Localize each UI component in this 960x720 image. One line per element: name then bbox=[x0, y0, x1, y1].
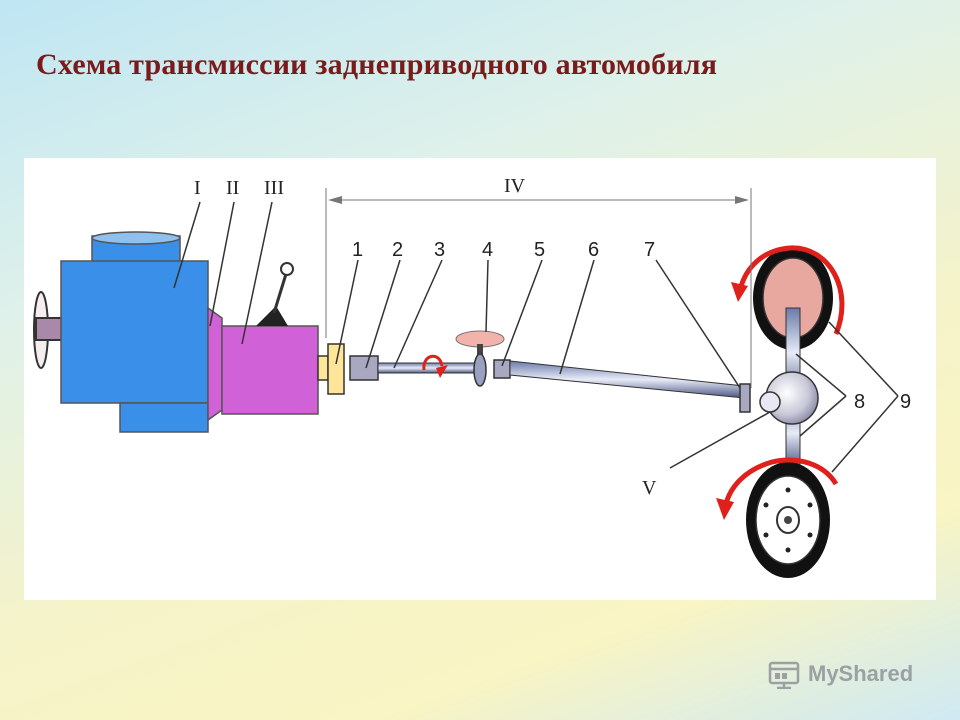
leader-lines bbox=[173, 201, 899, 473]
fan-icon bbox=[33, 291, 65, 369]
label-iii: III bbox=[264, 177, 284, 199]
label-7: 7 bbox=[644, 239, 655, 261]
rear-coupling bbox=[493, 359, 511, 379]
rear-universal-joint bbox=[739, 383, 751, 413]
transmission-diagram-svg: I II III IV V 1 2 3 4 5 6 7 8 9 bbox=[33, 175, 911, 578]
label-8: 8 bbox=[854, 391, 865, 413]
slide-title: Схема трансмиссии заднеприводного автомо… bbox=[36, 48, 718, 81]
intermediate-shaft bbox=[377, 362, 479, 374]
label-i: I bbox=[194, 177, 201, 199]
cardan-shaft bbox=[509, 360, 745, 399]
label-2: 2 bbox=[392, 239, 403, 261]
transmission-diagram: I II III IV V 1 2 3 4 5 6 7 8 9 bbox=[24, 158, 936, 600]
gearbox bbox=[221, 262, 319, 415]
label-9: 9 bbox=[900, 391, 911, 413]
front-coupling bbox=[349, 355, 379, 381]
myshared-watermark: MyShared bbox=[768, 656, 913, 692]
lower-rear-wheel bbox=[746, 462, 830, 578]
shaft-rotation-arrow bbox=[422, 354, 444, 371]
label-ii: II bbox=[226, 177, 239, 199]
engine bbox=[60, 231, 209, 433]
upper-rear-wheel bbox=[753, 246, 833, 350]
output-flange bbox=[317, 343, 345, 395]
intermediate-support bbox=[455, 330, 505, 387]
label-3: 3 bbox=[434, 239, 445, 261]
label-iv: IV bbox=[504, 175, 526, 197]
label-6: 6 bbox=[588, 239, 599, 261]
watermark-text: MyShared bbox=[808, 661, 914, 686]
label-v: V bbox=[642, 477, 657, 499]
driveshaft-dimension-line bbox=[325, 188, 752, 388]
lower-wheel-rotation-arrow bbox=[723, 457, 839, 505]
label-5: 5 bbox=[534, 239, 545, 261]
label-4: 4 bbox=[482, 239, 493, 261]
label-1: 1 bbox=[352, 239, 363, 261]
myshared-logo-icon bbox=[768, 661, 800, 689]
